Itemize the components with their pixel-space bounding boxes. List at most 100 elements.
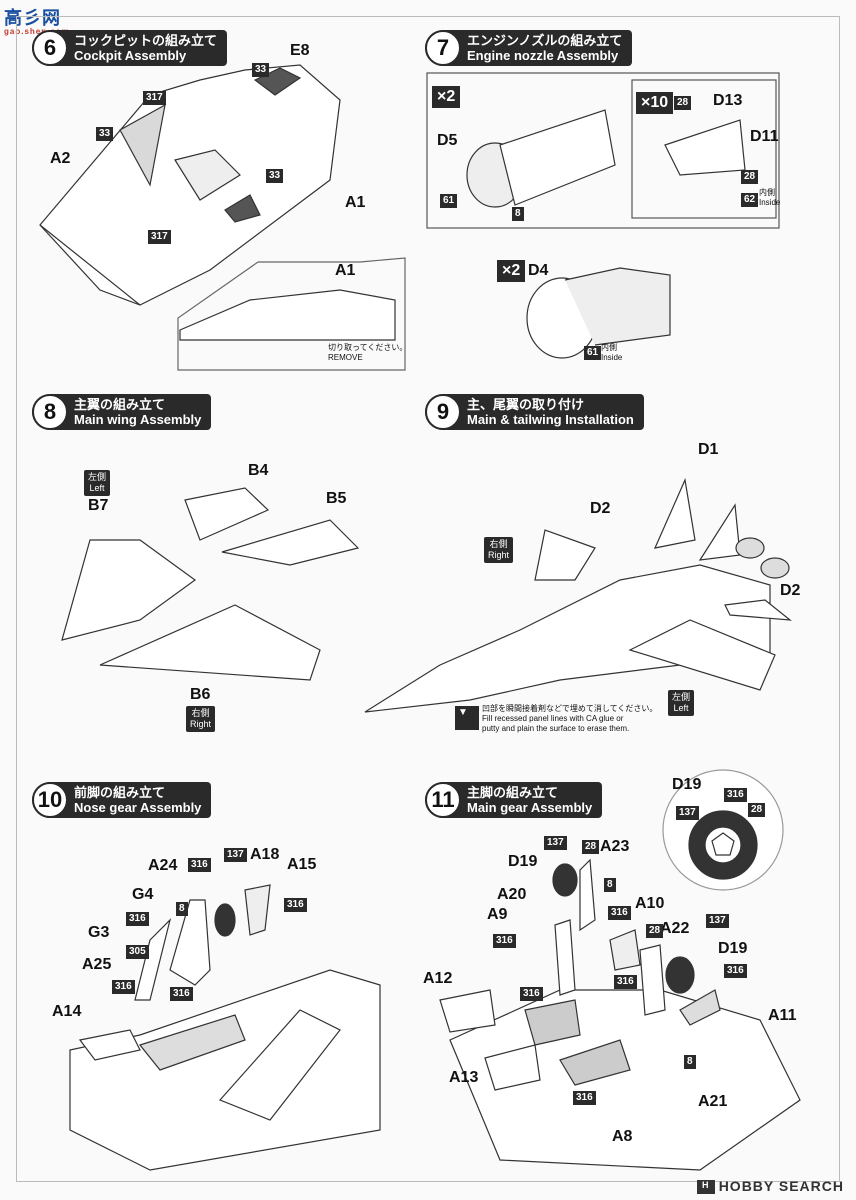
paint-code: 316 [188,858,211,872]
step-header-nose-gear: 10 前脚の組み立て Nose gear Assembly [32,782,212,818]
inside-en: Inside [759,198,781,207]
step-number: 8 [32,394,68,430]
paint-code: 28 [748,803,766,817]
step-number: 7 [425,30,461,66]
part-label: G4 [132,886,154,903]
footer-text: HOBBY SEARCH [718,1177,844,1194]
part-label: D5 [437,132,458,149]
part-label: A24 [148,857,178,874]
watermark-main: 高彡网 [4,8,61,28]
side-tag-right: 右側 Right [186,706,216,732]
paint-code: 316 [608,906,631,920]
part-label: A21 [698,1093,728,1110]
paint-code: 62 [741,193,759,207]
paint-code: 8 [176,902,188,916]
paint-code: 316 [724,964,747,978]
site-watermark: 高彡网 gao.shen.com [4,4,70,36]
step-title-en: Main wing Assembly [74,412,202,427]
side-tag-right: 右側 Right [484,537,514,563]
side-jp: 左側 [672,692,691,702]
step-title-en: Cockpit Assembly [74,48,187,63]
part-label: D1 [698,441,719,458]
part-label: A13 [449,1069,479,1086]
step-header-main-gear: 11 主脚の組み立て Main gear Assembly [425,782,603,818]
side-en: Right [488,550,510,560]
inside-jp: 内側 [759,188,775,197]
part-label: D11 [750,128,779,145]
paint-code: 305 [126,945,149,959]
part-label: A22 [660,920,690,937]
step-title-jp: 主翼の組み立て [74,397,166,412]
part-label: B4 [248,462,269,479]
step-number: 10 [32,782,68,818]
hobby-search-logo-icon: H [696,1180,715,1194]
part-label: A9 [487,906,508,923]
side-jp: 右側 [191,708,210,718]
step-title-jp: 前脚の組み立て [74,785,166,800]
part-label: A1 [335,262,356,279]
paint-code: 61 [440,194,458,208]
paint-code: 28 [646,924,664,938]
step-header-nozzle: 7 エンジンノズルの組み立て Engine nozzle Assembly [425,30,633,66]
part-label: A11 [768,1007,797,1024]
paint-code: 33 [96,127,114,141]
paint-code: 28 [674,96,692,110]
side-tag-left: 左側 Left [84,470,111,496]
fill-note-en1: Fill recessed panel lines with CA glue o… [482,714,624,723]
part-label: D2 [590,500,611,517]
paint-code: 137 [544,836,567,850]
page-border [16,16,840,1182]
paint-code: 33 [252,63,270,77]
part-label: E8 [290,42,310,59]
step-header-main-wing: 8 主翼の組み立て Main wing Assembly [32,394,212,430]
part-label: G3 [88,924,110,941]
paint-code: 316 [573,1091,596,1105]
step-header-tailwing: 9 主、尾翼の取り付け Main & tailwing Installation [425,394,644,430]
paint-code: 61 [584,346,602,360]
part-label: A8 [612,1128,633,1145]
quantity-badge: ×10 [636,92,674,114]
watermark-sub: gao.shen.com [4,27,70,36]
paint-code: 28 [582,840,600,854]
side-jp: 右側 [489,539,508,549]
part-label: A1 [345,194,366,211]
part-label: A25 [82,956,112,973]
part-label: A14 [52,1003,82,1020]
paint-code: 316 [284,898,307,912]
paint-code: 317 [148,230,171,244]
part-label: A12 [423,970,453,987]
step-title-jp: エンジンノズルの組み立て [467,33,623,48]
part-label: B6 [190,686,211,703]
step-title-en: Nose gear Assembly [74,800,202,815]
paint-code: 317 [143,91,166,105]
part-label: D19 [718,940,748,957]
step-title-jp: 主脚の組み立て [467,785,559,800]
part-label: A18 [250,846,280,863]
paint-code: 316 [520,987,543,1001]
part-label: A15 [287,856,317,873]
step-number: 9 [425,394,461,430]
side-en: Right [190,719,212,729]
part-label: D2 [780,582,801,599]
paint-code: 8 [684,1055,696,1069]
remove-note-en: REMOVE [328,353,363,362]
detail-part-label: D19 [672,776,702,793]
step-title-jp: コックピットの組み立て [74,33,218,48]
fill-note-jp: 凹部を瞬間接着剤などで埋めて消してください。 [482,704,658,713]
paint-code: 137 [224,848,247,862]
paint-code: 316 [170,987,193,1001]
step-header-cockpit: 6 コックピットの組み立て Cockpit Assembly [32,30,228,66]
remove-note-jp: 切り取ってください。 [328,343,408,352]
inside-jp: 内側 [601,343,617,352]
step-title-en: Main gear Assembly [467,800,593,815]
quantity-badge: ×2 [497,260,526,282]
paint-code: 33 [266,169,284,183]
step-title-en: Engine nozzle Assembly [467,48,619,63]
quantity-badge: ×2 [432,86,461,108]
step-number: 6 [32,30,68,66]
step-title-jp: 主、尾翼の取り付け [467,397,585,412]
part-label: B5 [326,490,347,507]
paint-code: 8 [512,207,524,221]
